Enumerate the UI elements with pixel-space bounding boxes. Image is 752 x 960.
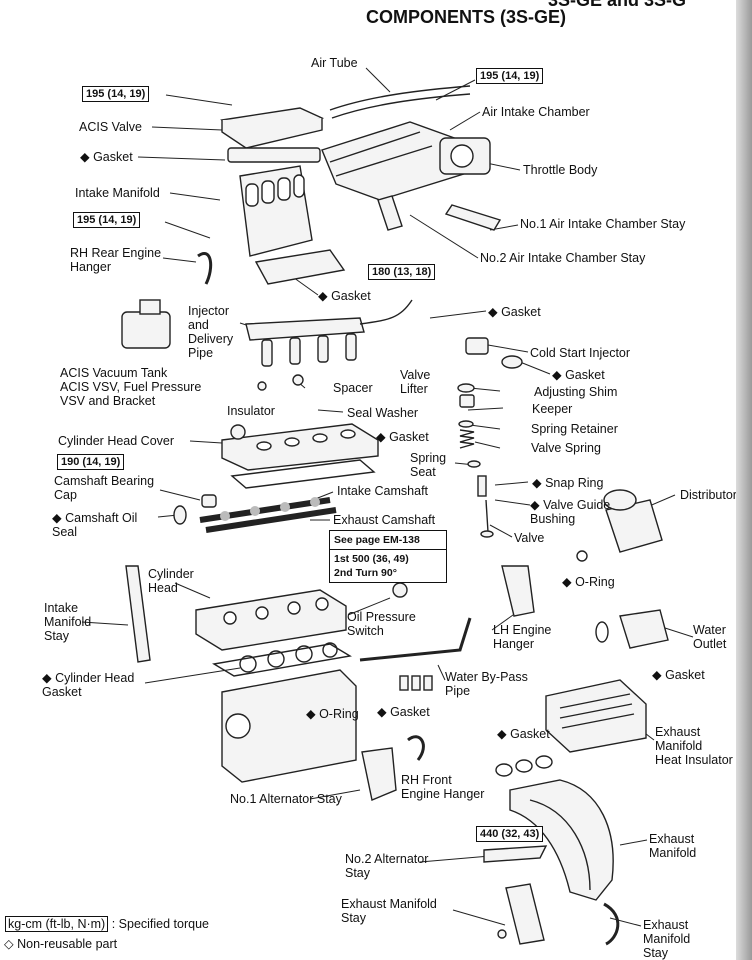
- label-water-bypass-pipe: Water By-Pass Pipe: [445, 670, 528, 698]
- legend-torque-text: : Specified torque: [111, 917, 209, 931]
- page-title: COMPONENTS (3S-GE): [366, 7, 567, 27]
- label-valve-spring: Valve Spring: [531, 441, 601, 455]
- label-intake-manifold: Intake Manifold: [75, 186, 160, 200]
- label-gasket-1: ◆ Gasket: [80, 150, 133, 164]
- label-acis-vacuum-tank: ACIS Vacuum Tank ACIS VSV, Fuel Pressure…: [60, 366, 202, 408]
- label-valve-lifter: Valve Lifter: [400, 368, 431, 396]
- label-spring-retainer: Spring Retainer: [531, 422, 618, 436]
- torque-box-2: 195 (14, 19): [476, 68, 544, 84]
- note-line-2: 1st 500 (36, 49): [330, 549, 446, 566]
- label-distributor: Distributor: [680, 488, 737, 502]
- label-exhaust-camshaft: Exhaust Camshaft: [333, 513, 436, 527]
- label-gasket-7: ◆ Gasket: [377, 705, 430, 719]
- label-camshaft-oil-seal: ◆ Camshaft Oil Seal: [52, 511, 138, 539]
- label-seal-washer: Seal Washer: [347, 406, 419, 420]
- label-valve: Valve: [514, 531, 545, 545]
- label-o-ring-1: ◆ O-Ring: [562, 575, 615, 589]
- label-no1-air-intake-chamber-stay: No.1 Air Intake Chamber Stay: [520, 217, 686, 231]
- label-gasket-5: ◆ Gasket: [376, 430, 429, 444]
- label-lh-engine-hanger: LH Engine Hanger: [493, 623, 552, 651]
- label-no2-alternator-stay: No.2 Alternator Stay: [345, 852, 429, 880]
- label-acis-valve: ACIS Valve: [79, 120, 142, 134]
- label-air-tube: Air Tube: [311, 56, 358, 70]
- label-oil-pressure-switch: Oil Pressure Switch: [347, 610, 416, 638]
- torque-box-3: 195 (14, 19): [73, 212, 141, 228]
- label-insulator: Insulator: [227, 404, 275, 418]
- label-spacer: Spacer: [333, 381, 373, 395]
- label-no1-alternator-stay: No.1 Alternator Stay: [230, 792, 342, 806]
- label-camshaft-bearing-cap: Camshaft Bearing Cap: [54, 474, 155, 502]
- torque-box-5: 190 (14, 19): [57, 454, 125, 470]
- label-spring-seat: Spring Seat: [410, 451, 447, 479]
- label-exhaust-manifold-stay-1: Exhaust Manifold Stay: [341, 897, 437, 925]
- label-gasket-3: ◆ Gasket: [488, 305, 541, 319]
- torque-box-4: 180 (13, 18): [368, 264, 436, 280]
- label-no2-air-intake-chamber-stay: No.2 Air Intake Chamber Stay: [480, 251, 646, 265]
- torque-box-1: 195 (14, 19): [82, 86, 150, 102]
- label-gasket-4: ◆ Gasket: [552, 368, 605, 382]
- label-throttle-body: Throttle Body: [523, 163, 598, 177]
- label-gasket-6: ◆ Gasket: [652, 668, 705, 682]
- label-injector-delivery-pipe: Injector and Delivery Pipe: [188, 304, 234, 360]
- label-gasket-8: ◆ Gasket: [497, 727, 550, 741]
- label-intake-camshaft: Intake Camshaft: [337, 484, 429, 498]
- label-intake-manifold-stay: Intake Manifold Stay: [44, 601, 92, 643]
- page-title-fragment: 3S-GE and 3S-G: [548, 0, 687, 10]
- label-adjusting-shim: Adjusting Shim: [534, 385, 618, 399]
- label-o-ring-2: ◆ O-Ring: [306, 707, 359, 721]
- label-cylinder-head: Cylinder Head: [148, 567, 194, 595]
- label-gasket-2: ◆ Gasket: [318, 289, 371, 303]
- label-exhaust-manifold: Exhaust Manifold: [649, 832, 697, 860]
- note-line-3: 2nd Turn 90°: [334, 567, 397, 579]
- legend-nonreusable: ◇ Non-reusable part: [4, 937, 118, 951]
- label-air-intake-chamber: Air Intake Chamber: [482, 105, 590, 119]
- label-cylinder-head-gasket: ◆ Cylinder Head Gasket: [42, 671, 135, 699]
- label-cold-start-injector: Cold Start Injector: [530, 346, 631, 360]
- label-water-outlet: Water Outlet: [693, 623, 727, 651]
- label-exhaust-manifold-stay-2: Exhaust Manifold Stay: [643, 918, 691, 960]
- label-valve-guide-bushing: ◆ Valve Guide Bushing: [530, 498, 611, 526]
- page-edge-shadow: [736, 0, 752, 960]
- legend-torque-key: kg-cm (ft-lb, N·m): [5, 916, 109, 932]
- torque-note-box: See page EM-138 1st 500 (36, 49) 2nd Tur…: [329, 530, 447, 583]
- note-line-1: See page EM-138: [334, 534, 420, 546]
- label-keeper: Keeper: [532, 402, 573, 416]
- label-exhaust-manifold-heat-insulator: Exhaust Manifold Heat Insulator: [655, 725, 733, 767]
- label-snap-ring: ◆ Snap Ring: [532, 476, 604, 490]
- torque-box-6: 440 (32, 43): [476, 826, 544, 842]
- label-rh-rear-engine-hanger: RH Rear Engine Hanger: [70, 246, 162, 274]
- label-cylinder-head-cover: Cylinder Head Cover: [58, 434, 175, 448]
- legend-torque: kg-cm (ft-lb, N·m) : Specified torque: [5, 916, 209, 932]
- label-rh-front-engine-hanger: RH Front Engine Hanger: [401, 773, 485, 801]
